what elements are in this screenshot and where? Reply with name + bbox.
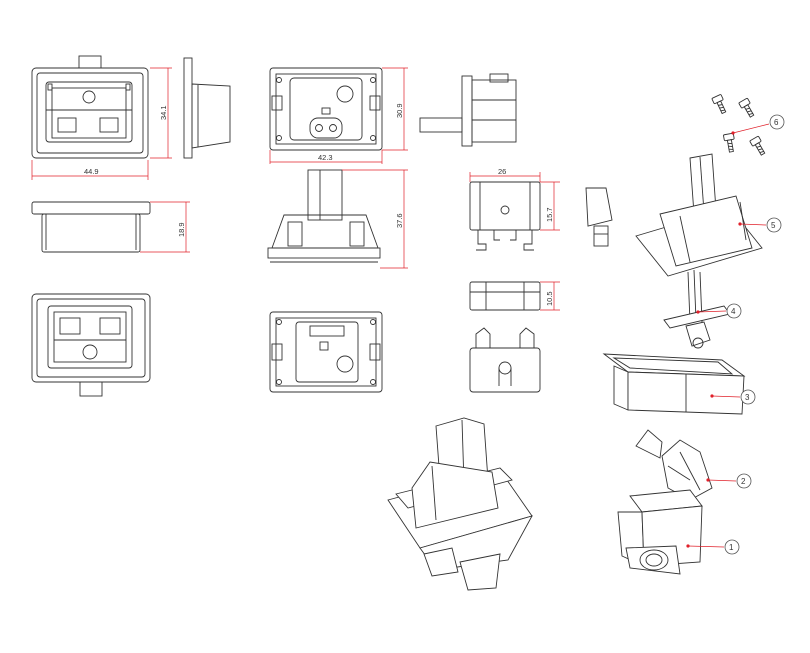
callout-3: 3: [710, 389, 756, 405]
callout-label-1: 1: [729, 543, 734, 552]
callout-label-6: 6: [774, 118, 779, 127]
part-screws: [711, 94, 766, 156]
callout-6: 6: [731, 114, 785, 135]
callout-label-4: 4: [731, 307, 736, 316]
callout-label-2: 2: [741, 477, 746, 486]
callout-label-5: 5: [771, 221, 776, 230]
callout-label-3: 3: [745, 393, 750, 402]
view-overall-height: [267, 169, 381, 263]
dim-label-depth: 18.9: [177, 222, 186, 237]
view-front-reverse: [269, 311, 383, 393]
part-connector-housing: [635, 153, 763, 277]
view-clip-front: [469, 327, 541, 393]
dim-label-height-front: 30.9: [395, 103, 404, 118]
dimension-bracket-width: 26: [469, 167, 541, 182]
view-bracket-side: [585, 187, 613, 247]
view-side-plug: [419, 73, 517, 147]
dimension-height-front: 30.9: [382, 67, 408, 151]
part-bracket-clip: [635, 429, 713, 501]
dimension-clip-height: 10.5: [540, 281, 560, 311]
view-depth: [31, 201, 151, 253]
part-bezel: [602, 353, 746, 415]
view-assembled-iso: [387, 417, 533, 591]
part-pins: [663, 269, 731, 349]
dim-label-bracket-height: 15.7: [545, 207, 554, 222]
dim-label-bracket-width: 26: [498, 167, 506, 176]
callout-5: 5: [738, 217, 782, 233]
part-camera-body: [617, 489, 703, 575]
dimension-bracket-height: 15.7: [540, 181, 560, 231]
callout-4: 4: [696, 303, 742, 319]
callout-2: 2: [706, 473, 752, 489]
view-front-plate: [269, 67, 383, 151]
dim-label-clip-height: 10.5: [545, 291, 554, 306]
dimension-height-back: 34.1: [150, 67, 172, 159]
dimension-overall-height: 37.6: [342, 169, 408, 269]
view-bracket: [469, 181, 541, 251]
dim-label-width-front: 42.3: [318, 153, 333, 162]
view-side-profile: [183, 57, 231, 159]
dim-label-width-back: 44.9: [84, 167, 99, 176]
dimension-depth: 18.9: [140, 201, 190, 253]
view-clip: [469, 281, 541, 311]
dimension-width-front: 42.3: [269, 150, 383, 164]
view-back-plate: [31, 55, 149, 159]
dim-label-height-back: 34.1: [159, 105, 168, 120]
dim-label-overall-height: 37.6: [395, 213, 404, 228]
dimension-width-back: 44.9: [31, 160, 149, 180]
callout-1: 1: [686, 539, 740, 555]
view-back-front: [31, 293, 151, 397]
